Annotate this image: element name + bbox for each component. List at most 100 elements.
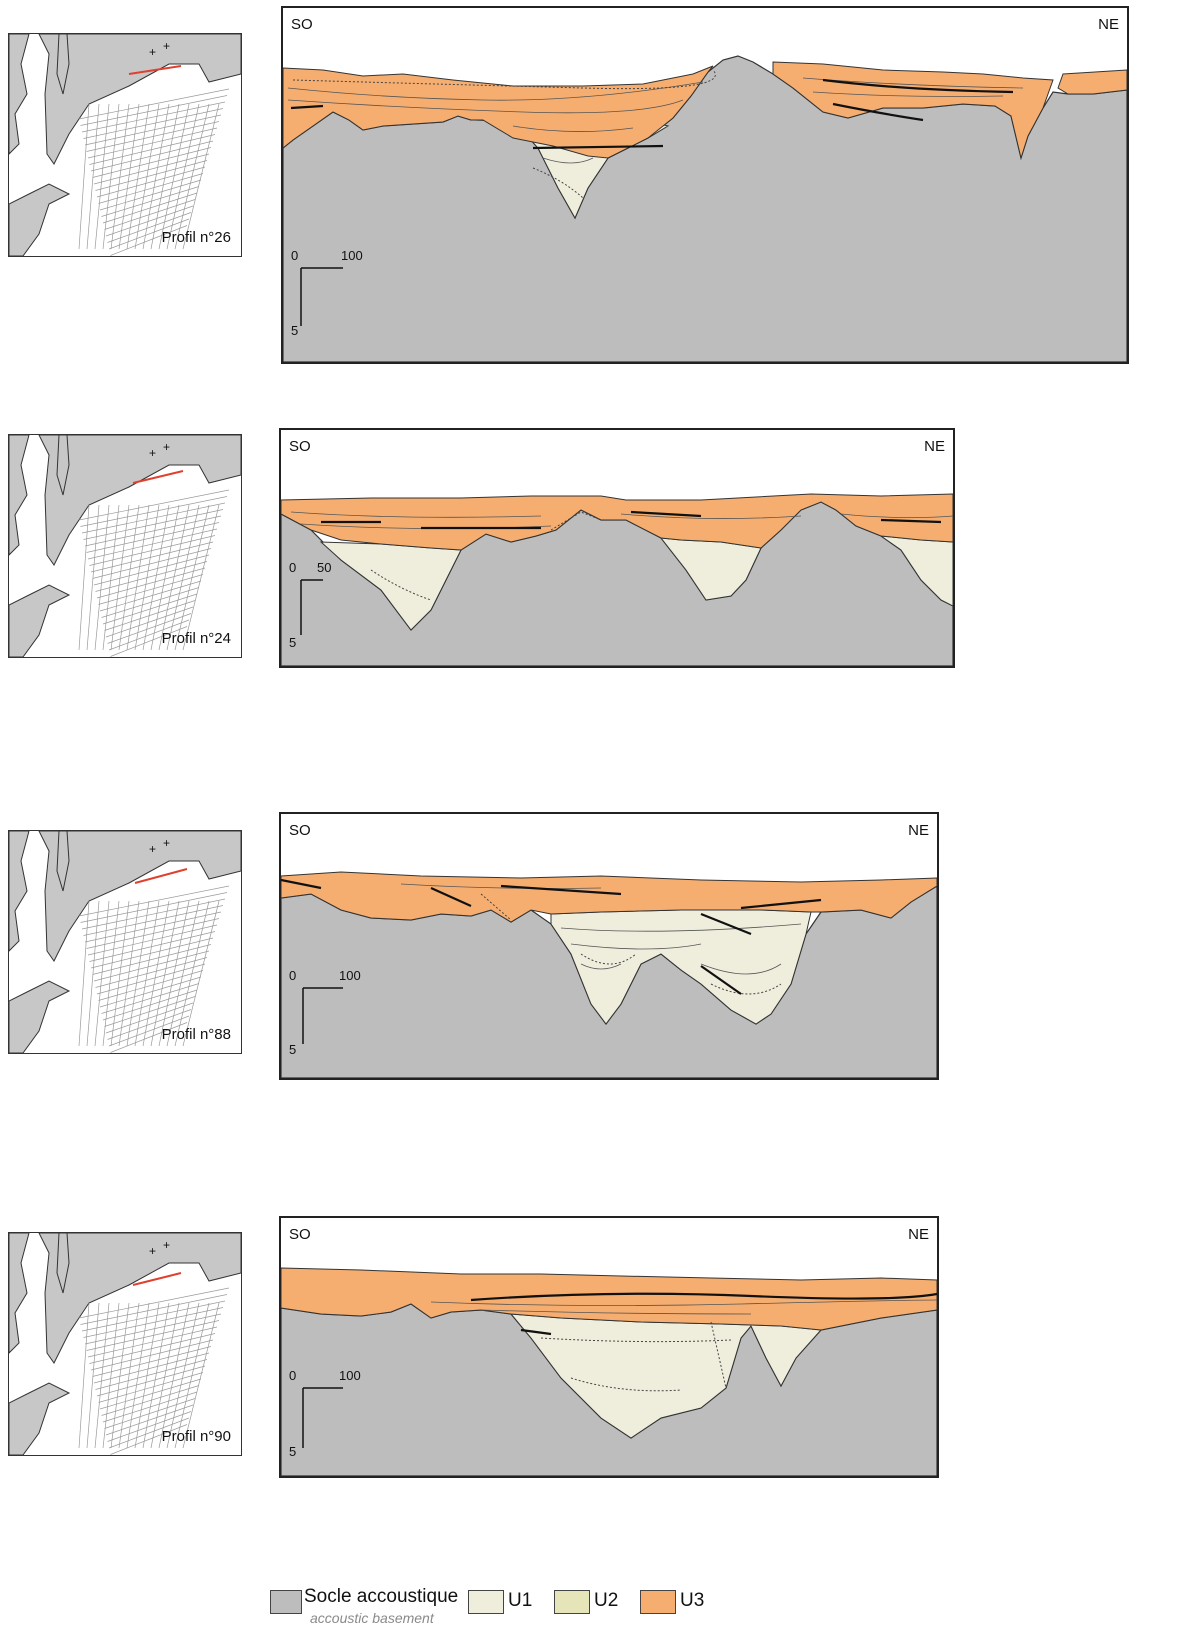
legend-swatch-u1 — [468, 1590, 504, 1614]
scale-vertical-label: 5 — [289, 1444, 297, 1459]
direction-label-sw: SO — [289, 822, 311, 839]
internal-reflectors — [400, 883, 802, 975]
section-graphic — [281, 1267, 937, 1476]
section-graphic — [283, 55, 1127, 362]
seismic-section-88: SO NE 0 100 5 — [279, 812, 939, 1080]
section-graphic — [281, 493, 953, 666]
plus-marker-icon: + — [163, 836, 170, 850]
legend-label-basement: Socle accoustique — [304, 1586, 459, 1607]
land-area — [56, 34, 70, 95]
land-area — [9, 435, 30, 556]
scale-origin-label: 0 — [289, 560, 297, 575]
seismic-section-90: SO NE 0 100 5 — [279, 1216, 939, 1478]
unit-u3-fill — [283, 65, 714, 159]
land-area — [38, 435, 241, 566]
direction-label-sw: SO — [289, 438, 311, 455]
location-map-90: ++ Profil n°90 — [8, 1232, 242, 1456]
scale-horizontal-label: 50 — [317, 560, 332, 575]
land-area — [38, 1233, 241, 1364]
scale-vertical-label: 5 — [289, 1042, 297, 1057]
strong-reflectors — [470, 1292, 937, 1336]
selected-profile-line — [134, 868, 188, 884]
scale-vertical-label: 5 — [291, 323, 299, 338]
legend-label-u3: U3 — [680, 1590, 705, 1611]
location-map-26: ++ Profil n°26 — [8, 33, 242, 257]
land-area — [9, 1382, 71, 1455]
direction-label-ne: NE — [908, 822, 929, 839]
unit-u3-fill — [281, 871, 937, 923]
scale-horizontal-label: 100 — [339, 968, 361, 983]
legend: Socle accoustique accoustic basement U1 … — [270, 1580, 1170, 1636]
survey-grid — [78, 88, 230, 256]
land-area — [9, 980, 71, 1053]
land-area — [9, 831, 30, 952]
plus-marker-icon: + — [149, 1244, 156, 1258]
legend-swatch-u3 — [640, 1590, 676, 1614]
land-area — [9, 1233, 30, 1354]
plus-marker-icon: + — [163, 1238, 170, 1252]
location-map-24: ++ Profil n°24 — [8, 434, 242, 658]
profile-name-label: Profil n°88 — [161, 1026, 231, 1043]
unit-u3-fill — [1057, 69, 1127, 95]
profile-row-26: ++ Profil n°26 — [0, 0, 1182, 380]
scale-bar — [300, 267, 343, 326]
strong-reflectors — [321, 510, 942, 530]
land-area — [9, 183, 71, 256]
scale-origin-label: 0 — [289, 968, 297, 983]
scale-horizontal-label: 100 — [341, 248, 363, 263]
unit-u3-fill — [772, 61, 1054, 160]
land-area — [38, 34, 241, 165]
plus-marker-icon: + — [163, 440, 170, 454]
survey-grid — [78, 885, 230, 1053]
legend-label-u1: U1 — [508, 1590, 533, 1611]
strong-reflectors — [290, 78, 1014, 150]
selected-profile-line — [132, 470, 184, 484]
land-area — [9, 34, 30, 155]
section-graphic — [281, 871, 937, 1078]
scale-origin-label: 0 — [291, 248, 299, 263]
plus-marker-icon: + — [163, 39, 170, 53]
scale-horizontal-label: 100 — [339, 1368, 361, 1383]
location-map-graphic: ++ — [9, 34, 241, 256]
scale-origin-label: 0 — [289, 1368, 297, 1383]
legend-label-u2: U2 — [594, 1590, 619, 1611]
land-area — [56, 435, 70, 496]
profile-name-label: Profil n°26 — [161, 229, 231, 246]
profile-name-label: Profil n°90 — [161, 1428, 231, 1445]
unit-u3-fill — [281, 493, 953, 551]
profile-row-90: ++ Profil n°90 SO — [0, 1200, 1182, 1520]
scale-bar — [302, 987, 343, 1044]
location-map-88: ++ Profil n°88 — [8, 830, 242, 1054]
location-map-graphic: ++ — [9, 831, 241, 1053]
location-map-graphic: ++ — [9, 1233, 241, 1455]
profile-row-24: ++ Profil n°24 — [0, 420, 1182, 680]
plus-marker-icon: + — [149, 446, 156, 460]
scale-vertical-label: 5 — [289, 635, 297, 650]
plus-marker-icon: + — [149, 45, 156, 59]
seismic-section-24: SO NE 0 50 5 — [279, 428, 955, 668]
profile-row-88: ++ Profil n°88 — [0, 800, 1182, 1100]
direction-label-sw: SO — [291, 16, 313, 33]
legend-swatch-u2 — [554, 1590, 590, 1614]
legend-sublabel-basement: accoustic basement — [310, 1610, 434, 1626]
location-map-graphic: ++ — [9, 435, 241, 657]
survey-grid — [78, 489, 230, 657]
land-area — [9, 584, 71, 657]
seismic-section-26: SO NE 0 100 5 — [281, 6, 1129, 364]
land-area — [56, 1233, 70, 1294]
selected-profile-line — [128, 65, 182, 75]
scale-bar — [302, 1387, 343, 1448]
plus-marker-icon: + — [149, 842, 156, 856]
direction-label-ne: NE — [908, 1226, 929, 1243]
direction-label-ne: NE — [1098, 16, 1119, 33]
strong-reflectors — [281, 878, 822, 995]
profile-name-label: Profil n°24 — [161, 630, 231, 647]
land-area — [38, 831, 241, 962]
internal-reflectors — [430, 1299, 937, 1315]
survey-grid — [78, 1287, 230, 1455]
direction-label-ne: NE — [924, 438, 945, 455]
unit-u3-fill — [281, 1267, 937, 1331]
scale-bar — [300, 579, 323, 635]
direction-label-sw: SO — [289, 1226, 311, 1243]
legend-swatch-basement — [270, 1590, 302, 1614]
